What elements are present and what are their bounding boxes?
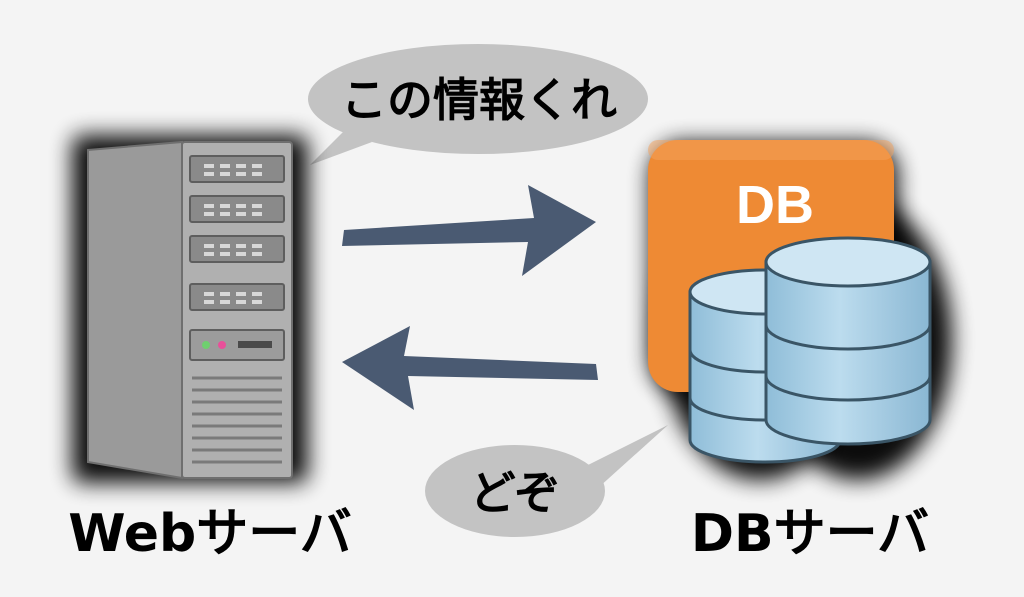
db-server-label: DBサーバ xyxy=(690,504,930,564)
web-server-label: Webサーバ xyxy=(68,504,352,564)
request-speech-bubble xyxy=(308,44,648,165)
request-arrow-icon xyxy=(342,185,596,276)
response-speech-bubble xyxy=(425,425,668,537)
response-bubble-text: どぞ xyxy=(469,466,561,520)
tower-server-icon xyxy=(72,135,308,483)
db-cylinder-right xyxy=(764,236,932,446)
response-arrow-icon xyxy=(342,326,598,410)
database-cylinders-icon xyxy=(648,140,952,480)
db-badge-label: DB xyxy=(736,175,814,235)
request-bubble-text: この情報くれ xyxy=(341,73,617,127)
